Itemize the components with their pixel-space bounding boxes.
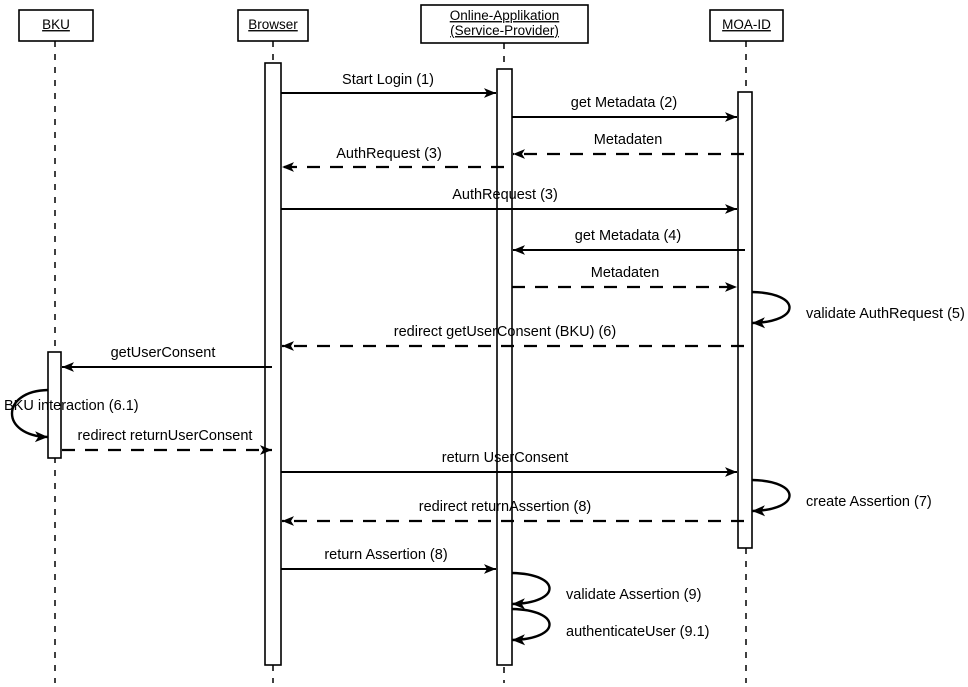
- participant-box: [709, 9, 784, 42]
- self-message-s1[interactable]: validate AuthRequest (5): [751, 290, 965, 329]
- self-messages: validate AuthRequest (5) BKU interaction …: [4, 290, 965, 646]
- message-label: redirect getUserConsent (BKU) (6): [394, 324, 616, 340]
- activation-bar-browser[interactable]: [264, 62, 282, 666]
- participant-label: MOA-ID: [722, 17, 771, 32]
- participant-box: [18, 9, 94, 42]
- participant-label: BKU: [42, 17, 70, 32]
- message-m2[interactable]: get Metadata (2): [512, 95, 737, 122]
- messages: Start Login (1) get Metadata (2) Metadaten…: [62, 72, 745, 574]
- self-message-label: BKU interaction (6.1): [4, 398, 139, 414]
- message-m13[interactable]: return Assertion (8): [281, 547, 496, 574]
- message-m3[interactable]: Metadaten: [513, 132, 744, 159]
- message-label: Start Login (1): [342, 72, 434, 88]
- activation-bars: [47, 62, 753, 666]
- message-label: redirect returnAssertion (8): [419, 499, 591, 515]
- message-label: Metadaten: [594, 132, 663, 148]
- participant-moaid[interactable]: MOA-ID: [709, 9, 784, 42]
- message-m10[interactable]: redirect returnUserConsent: [62, 428, 272, 455]
- participant-label: Browser: [248, 17, 298, 32]
- self-message-arrow: [751, 290, 791, 329]
- message-m4[interactable]: AuthRequest (3): [282, 146, 504, 172]
- message-m11[interactable]: return UserConsent: [281, 450, 737, 477]
- self-message-label: validate AuthRequest (5): [806, 306, 965, 322]
- participant-browser[interactable]: Browser: [237, 9, 309, 42]
- message-m5[interactable]: AuthRequest (3): [281, 187, 737, 214]
- message-label: get Metadata (2): [571, 95, 677, 111]
- self-message-s5[interactable]: authenticateUser (9.1): [511, 607, 709, 646]
- self-message-s3[interactable]: create Assertion (7): [751, 478, 932, 517]
- self-message-label: validate Assertion (9): [566, 587, 701, 603]
- self-message-arrow: [751, 478, 791, 517]
- self-message-label: create Assertion (7): [806, 494, 932, 510]
- message-m1[interactable]: Start Login (1): [281, 72, 496, 98]
- self-message-arrow: [511, 571, 551, 610]
- message-label: return UserConsent: [442, 450, 569, 466]
- message-label: redirect returnUserConsent: [78, 428, 253, 444]
- participant-oa[interactable]: Online-Applikation(Service-Provider): [420, 4, 589, 44]
- message-m6[interactable]: get Metadata (4): [513, 228, 745, 255]
- self-message-label: authenticateUser (9.1): [566, 624, 709, 640]
- message-label: get Metadata (4): [575, 228, 681, 244]
- participant-bku[interactable]: BKU: [18, 9, 94, 42]
- message-label: Metadaten: [591, 265, 660, 281]
- message-label: getUserConsent: [111, 345, 216, 361]
- participant-boxes: BKU Browser Online-Applikation(Service-Pro…: [18, 4, 784, 44]
- message-m9[interactable]: getUserConsent: [62, 345, 272, 372]
- activation-bar-oa[interactable]: [496, 68, 513, 666]
- self-message-s2[interactable]: BKU interaction (6.1): [4, 388, 139, 443]
- message-m12[interactable]: redirect returnAssertion (8): [282, 499, 744, 526]
- activation-bar-moaid[interactable]: [737, 91, 753, 549]
- message-label: AuthRequest (3): [452, 187, 558, 203]
- activation-bar-bku[interactable]: [47, 351, 62, 459]
- participant-label: (Service-Provider): [450, 23, 559, 38]
- self-message-s4[interactable]: validate Assertion (9): [511, 571, 701, 610]
- message-label: return Assertion (8): [324, 547, 447, 563]
- self-message-arrow: [511, 607, 551, 646]
- self-message-arrow: [10, 388, 49, 443]
- message-m8[interactable]: redirect getUserConsent (BKU) (6): [282, 324, 744, 351]
- participant-label: Online-Applikation: [450, 8, 560, 23]
- message-m7[interactable]: Metadaten: [512, 265, 737, 292]
- message-label: AuthRequest (3): [336, 146, 442, 162]
